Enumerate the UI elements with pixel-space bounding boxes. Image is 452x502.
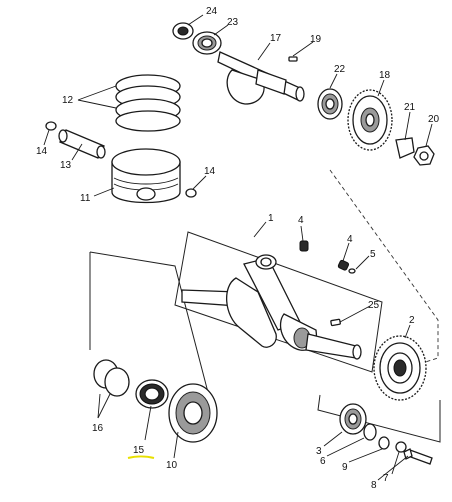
callout-18: 18 — [379, 70, 391, 81]
oil-seal-part-3 — [339, 403, 367, 435]
callout-14-right: 14 — [204, 166, 216, 177]
callout-22: 22 — [334, 64, 346, 75]
piston-part-11 — [111, 148, 181, 204]
callout-4-upper: 4 — [298, 215, 304, 226]
callout-20: 20 — [428, 114, 440, 125]
circlip-part-14-right — [185, 188, 197, 198]
callout-1: 1 — [268, 213, 274, 224]
callout-10: 10 — [166, 460, 178, 471]
callout-6: 6 — [320, 456, 326, 467]
lock-washer-part-21 — [395, 137, 415, 159]
callout-11: 11 — [80, 193, 91, 204]
bearing-part-22 — [317, 88, 343, 120]
crankshaft-part-1 — [181, 254, 362, 360]
callout-2: 2 — [409, 315, 415, 326]
key-part-25 — [330, 318, 341, 327]
dowel-part-4-upper — [299, 240, 309, 252]
bolt-part-8 — [403, 448, 433, 465]
callout-16: 16 — [92, 423, 104, 434]
leader-lines — [43, 14, 433, 481]
callout-23: 23 — [227, 17, 239, 28]
callout-14-left: 14 — [36, 146, 48, 157]
nut-part-20 — [413, 145, 435, 166]
oil-seal-part-24 — [172, 22, 194, 40]
callout-7: 7 — [383, 473, 389, 484]
plate-part-9 — [378, 436, 390, 450]
bearing-part-23 — [192, 31, 222, 55]
balancer-gear-part-18 — [347, 89, 393, 151]
callout-19: 19 — [310, 34, 322, 45]
callout-9: 9 — [342, 462, 348, 473]
circlips-part-16 — [93, 359, 130, 397]
bearing-part-10 — [168, 383, 218, 443]
callout-25: 25 — [368, 300, 380, 311]
callout-13: 13 — [60, 160, 72, 171]
left-group-guide — [89, 251, 211, 401]
callout-21: 21 — [404, 102, 416, 113]
callout-12: 12 — [62, 95, 74, 106]
callout-5: 5 — [370, 249, 376, 260]
callout-17: 17 — [270, 33, 282, 44]
callout-24: 24 — [206, 6, 218, 17]
pin-part-5 — [348, 268, 356, 274]
o-ring-part-6 — [363, 423, 377, 441]
callout-15: 15 — [133, 445, 145, 456]
balancer-shaft-part-17 — [217, 51, 305, 105]
callout-8: 8 — [371, 480, 377, 491]
highlight-underline-part-15 — [127, 455, 155, 459]
bottom-group-guide — [317, 394, 441, 443]
dowel-part-4-lower — [337, 259, 350, 271]
key-part-19 — [288, 56, 298, 62]
callout-4-lower: 4 — [347, 234, 353, 245]
primary-gear-part-2 — [373, 335, 427, 401]
circlip-part-14-left — [45, 121, 57, 131]
callout-3: 3 — [316, 446, 322, 457]
piston-rings-part-12 — [115, 74, 181, 132]
needle-bearing-part-15 — [135, 379, 169, 409]
washer-part-7 — [395, 441, 407, 453]
